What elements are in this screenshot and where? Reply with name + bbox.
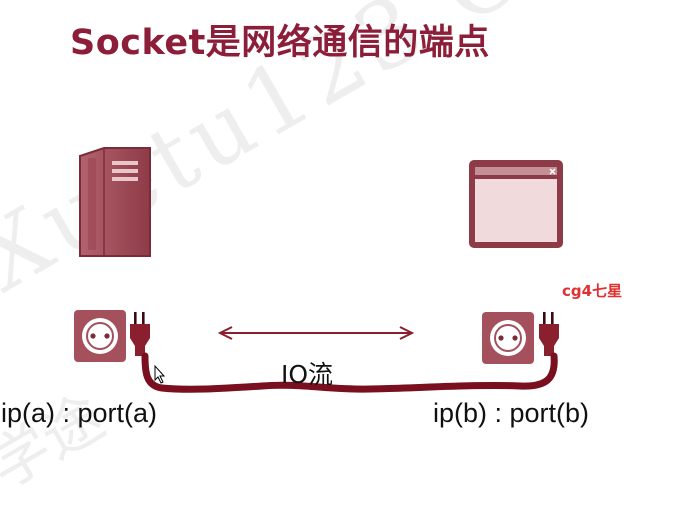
power-plug-icon	[130, 312, 150, 356]
right-endpoint-label: ip(b) : port(b)	[433, 398, 590, 428]
io-stream-label: IO流	[281, 360, 334, 389]
annotation-tag: cg4七星	[562, 282, 623, 300]
power-plug-icon	[539, 312, 559, 356]
double-arrow-icon	[217, 326, 415, 340]
power-outlet-icon	[74, 310, 126, 362]
power-outlet-icon	[482, 312, 534, 364]
slide-title: Socket是网络通信的端点	[70, 23, 490, 63]
application-window-icon	[469, 160, 563, 248]
mouse-cursor-icon	[154, 364, 166, 384]
cable-icon	[141, 352, 558, 393]
diagram-canvas	[74, 147, 563, 393]
left-endpoint-label: ip(a) : port(a)	[1, 398, 158, 428]
server-icon	[79, 147, 151, 257]
